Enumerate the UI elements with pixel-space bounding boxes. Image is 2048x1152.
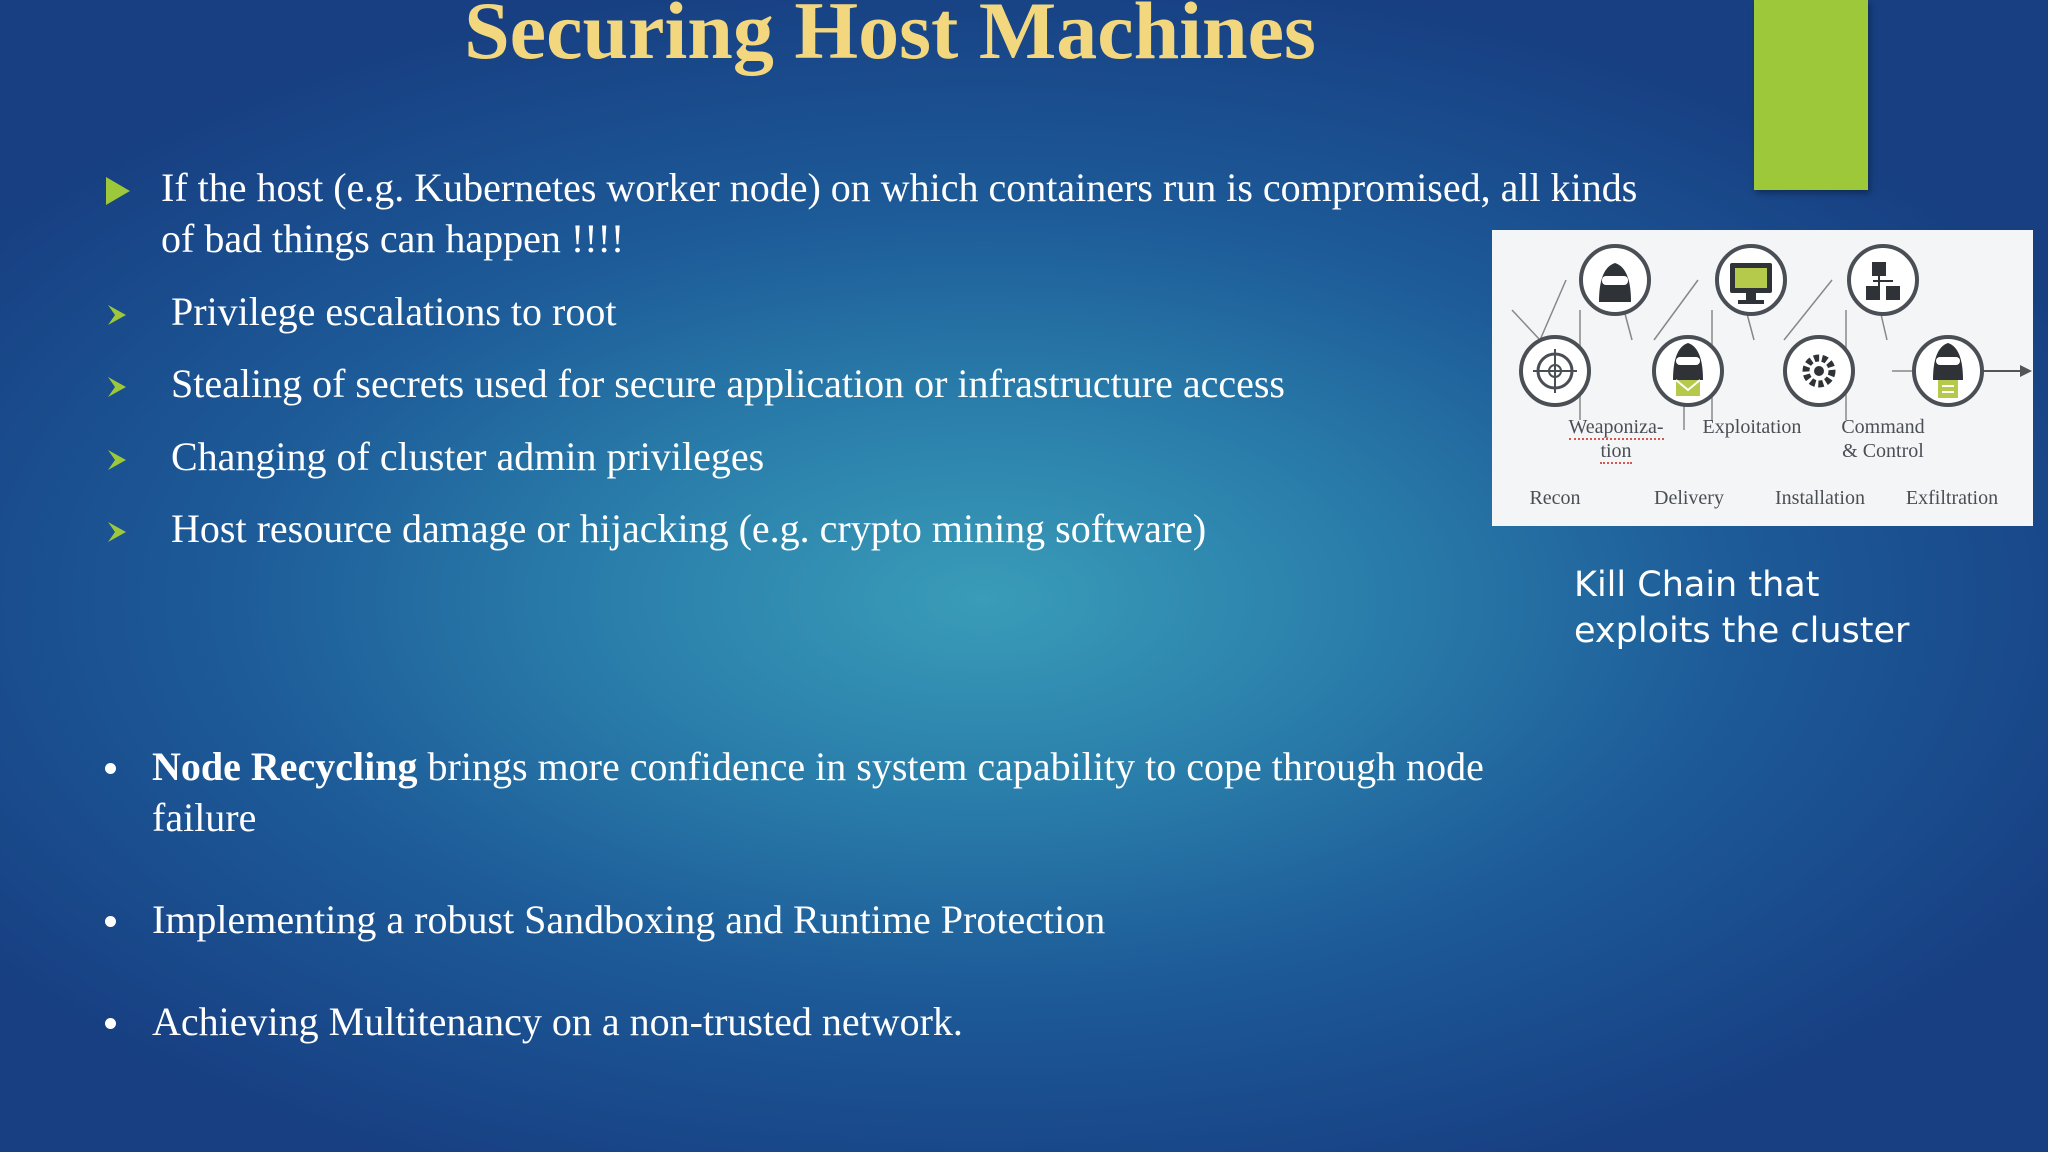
kc-label-delivery: Delivery <box>1654 487 1724 509</box>
recon-target-icon <box>1519 335 1591 407</box>
dot-bullet-icon <box>105 763 116 774</box>
sub-bullet-3: Changing of cluster admin privileges <box>171 434 765 479</box>
slide-title: Securing Host Machines <box>464 0 1316 76</box>
caption-line2: exploits the cluster <box>1574 611 1910 652</box>
node-recycling-rest: brings more confidence in system capabil… <box>417 744 1484 789</box>
kc-label-command: Command & Control <box>1841 416 1925 462</box>
multitenancy-bullet: Achieving Multitenancy on a non-trusted … <box>152 999 963 1044</box>
chevron-bullet-icon <box>108 377 126 397</box>
monitor-icon <box>1715 244 1787 316</box>
chevron-bullet-icon <box>108 522 126 542</box>
caption-line1: Kill Chain that <box>1574 565 1820 605</box>
node-recycling-line1: Node Recycling brings more confidence in… <box>152 743 1484 791</box>
kill-chain-caption: Kill Chain that exploits the cluster <box>1574 562 1909 654</box>
document-icon <box>1912 335 1984 407</box>
dot-bullet-icon <box>105 1018 116 1029</box>
sub-bullet-1: Privilege escalations to root <box>171 289 617 334</box>
accent-bar <box>1754 0 1868 190</box>
node-recycling-line2: failure <box>152 795 257 840</box>
chevron-bullet-icon <box>108 305 126 325</box>
kill-chain-image: Weaponiza- tion Exploitation Command & C… <box>1492 230 2033 526</box>
node-recycling-bold: Node Recycling <box>152 744 418 789</box>
network-icon <box>1847 244 1919 316</box>
envelope-icon <box>1652 335 1724 407</box>
gear-icon <box>1783 335 1855 407</box>
sub-bullet-2: Stealing of secrets used for secure appl… <box>171 361 1285 406</box>
dot-bullet-icon <box>105 916 116 927</box>
kc-label-exfiltration: Exfiltration <box>1905 487 1999 509</box>
hacker-icon <box>1579 244 1651 316</box>
kc-label-exploitation: Exploitation <box>1702 416 1802 438</box>
chevron-bullet-icon <box>108 450 126 470</box>
sub-bullet-4: Host resource damage or hijacking (e.g. … <box>171 506 1207 551</box>
main-bullet-line2: of bad things can happen !!!! <box>161 216 625 261</box>
play-arrow-icon <box>106 177 130 205</box>
sandboxing-bullet: Implementing a robust Sandboxing and Run… <box>152 897 1106 942</box>
kc-label-recon: Recon <box>1529 487 1581 509</box>
kc-label-installation: Installation <box>1775 487 1865 509</box>
kc-label-weaponization: Weaponiza- tion <box>1568 416 1664 464</box>
main-bullet-line1: If the host (e.g. Kubernetes worker node… <box>161 165 1638 210</box>
